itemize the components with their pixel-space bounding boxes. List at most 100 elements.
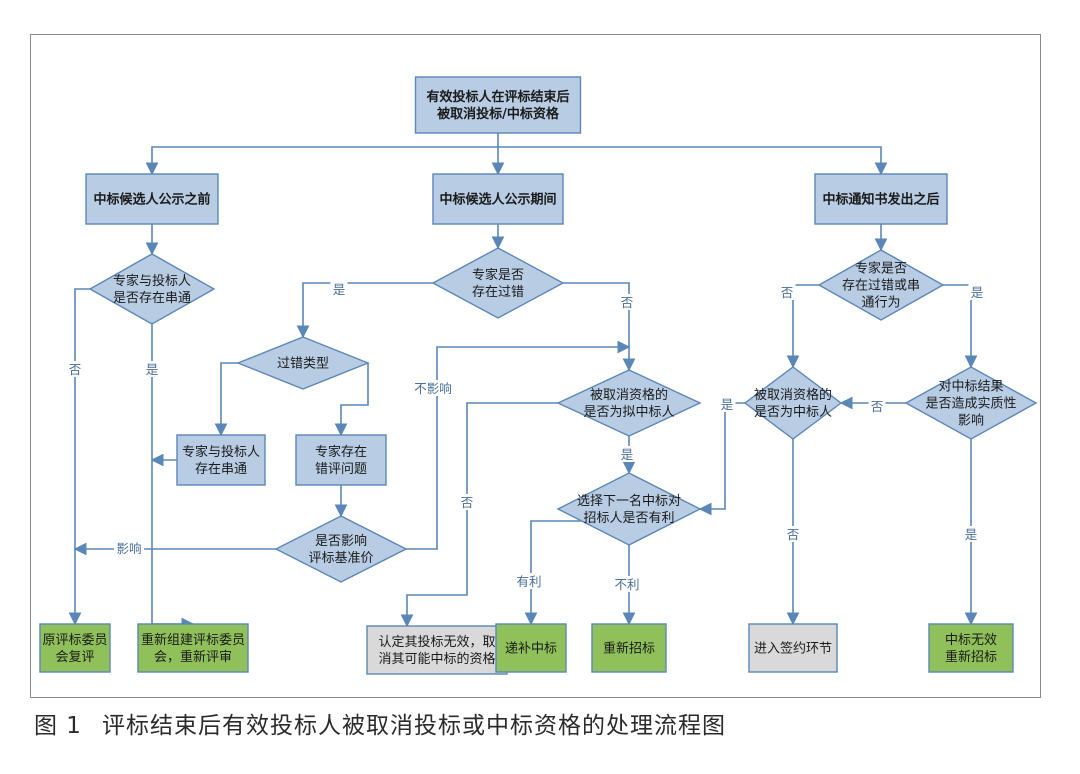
e7-label-1: 重新招标 xyxy=(945,649,997,665)
col-label-0: 专家与投标人 xyxy=(182,444,260,460)
flow-arrow-16 xyxy=(400,402,558,628)
l1-label-0: 中标候选人公示之前 xyxy=(93,192,210,208)
diagram-frame: 有效投标人在评标结束后被取消投标/中标资格中标候选人公示之前中标候选人公示期间中… xyxy=(30,34,1041,698)
m1-shape xyxy=(432,173,564,225)
flow-node-l1: 中标候选人公示之前 xyxy=(85,173,219,225)
ld-label-0: 专家与投标人 xyxy=(113,273,191,289)
lbl-next-fav-bg xyxy=(514,573,544,589)
flow-arrow-2 xyxy=(498,146,888,176)
lbl-noaffect-bg xyxy=(411,380,455,396)
l1-shape xyxy=(85,173,219,225)
aff-shape xyxy=(274,515,408,583)
lbl-impact-yes-bg xyxy=(962,526,980,542)
lbl-rwin-yes: 是 xyxy=(721,397,734,412)
flow-arrow-8 xyxy=(296,282,433,339)
lbl-affect: 影响 xyxy=(116,541,141,556)
e1-shape xyxy=(39,623,111,673)
e3-label-0: 认定其投标无效，取 xyxy=(378,634,495,650)
lbl-rd-no: 否 xyxy=(781,285,794,300)
rd-shape xyxy=(817,249,945,321)
flow-node-e6: 进入签约环节 xyxy=(748,623,838,673)
lbl-cand-yes-bg xyxy=(618,446,636,462)
impact-shape xyxy=(904,366,1038,440)
figure-caption: 图 1 评标结束后有效投标人被取消投标或中标资格的处理流程图 xyxy=(34,706,726,740)
err-label-0: 专家存在 xyxy=(315,444,367,460)
e6-label-0: 进入签约环节 xyxy=(754,641,832,657)
lbl-impact-yes: 是 xyxy=(965,527,978,542)
e1-label-1: 会复评 xyxy=(55,650,94,665)
lbl-affect-bg xyxy=(114,540,144,556)
err-shape xyxy=(295,434,387,486)
r1-label-0: 中标通知书发出之后 xyxy=(822,192,939,208)
cand-label-1: 是否为拟中标人 xyxy=(583,405,674,420)
lbl-cand-no: 否 xyxy=(461,495,474,510)
rwin-shape xyxy=(743,366,843,440)
r1-shape xyxy=(814,173,948,225)
md-label-1: 存在过错 xyxy=(472,285,524,300)
type-shape xyxy=(236,336,370,390)
figure-number: 图 1 xyxy=(34,713,82,739)
next-label-0: 选择下一名中标对 xyxy=(577,493,681,509)
flow-arrow-22 xyxy=(698,402,745,516)
e6-shape xyxy=(748,623,838,673)
lbl-rd-yes: 是 xyxy=(971,285,984,300)
lbl-noaffect: 不影响 xyxy=(414,381,452,396)
impact-label-1: 是否造成实质性 xyxy=(925,397,1016,412)
flow-arrow-0 xyxy=(145,133,499,176)
e5-label-0: 重新招标 xyxy=(603,641,655,657)
e2-label-1: 会，重新评审 xyxy=(154,649,232,665)
flow-arrow-11 xyxy=(334,363,369,437)
col-shape xyxy=(176,434,266,486)
next-label-1: 招标人是否有利 xyxy=(583,511,674,526)
flow-arrow-6 xyxy=(68,288,90,626)
md-shape xyxy=(431,247,565,319)
flow-node-r1: 中标通知书发出之后 xyxy=(814,173,948,225)
m1-label-0: 中标候选人公示期间 xyxy=(439,192,556,208)
edge-labels: 否是是否不影响影响否是有利不利否是是否否是 xyxy=(66,281,986,592)
flow-node-type: 过错类型 xyxy=(236,336,370,390)
impact-label-0: 对中标结果 xyxy=(938,380,1003,395)
flowchart: 有效投标人在评标结束后被取消投标/中标资格中标候选人公示之前中标候选人公示期间中… xyxy=(39,76,1038,675)
lbl-impact-no: 否 xyxy=(871,399,884,414)
figure-title: 评标结束后有效投标人被取消投标或中标资格的处理流程图 xyxy=(101,713,726,739)
aff-label-0: 是否影响 xyxy=(315,533,367,549)
e2-shape xyxy=(137,623,249,673)
ld-label-1: 是否存在串通 xyxy=(113,291,191,306)
ld-shape xyxy=(88,253,216,325)
col-label-1: 存在串通 xyxy=(195,462,247,477)
lbl-rwin-no-bg xyxy=(784,526,802,542)
lbl-md-no: 否 xyxy=(621,295,634,310)
lbl-rwin-yes-bg xyxy=(718,396,736,412)
lbl-rd-no-bg xyxy=(778,284,796,300)
lbl-md-yes: 是 xyxy=(333,282,346,297)
top-label-0: 有效投标人在评标结束后 xyxy=(426,89,569,105)
e3-label-1: 消其可能中标的资格 xyxy=(378,651,495,667)
flow-arrow-21 xyxy=(943,284,978,369)
lbl-rd-yes-bg xyxy=(968,284,986,300)
rd-label-2: 通行为 xyxy=(861,296,900,311)
flow-arrow-15 xyxy=(406,340,631,550)
lbl-ld-no-bg xyxy=(66,361,84,377)
e2-label-0: 重新组建评标委员 xyxy=(141,632,245,648)
lbl-md-yes-bg xyxy=(330,281,348,297)
e1-label-0: 原评标委员 xyxy=(42,633,107,648)
lbl-next-fav: 有利 xyxy=(516,574,541,589)
impact-label-2: 影响 xyxy=(958,413,984,429)
flow-arrow-20 xyxy=(786,284,819,369)
err-label-1: 错评问题 xyxy=(315,462,367,477)
flow-node-e5: 重新招标 xyxy=(591,623,667,673)
